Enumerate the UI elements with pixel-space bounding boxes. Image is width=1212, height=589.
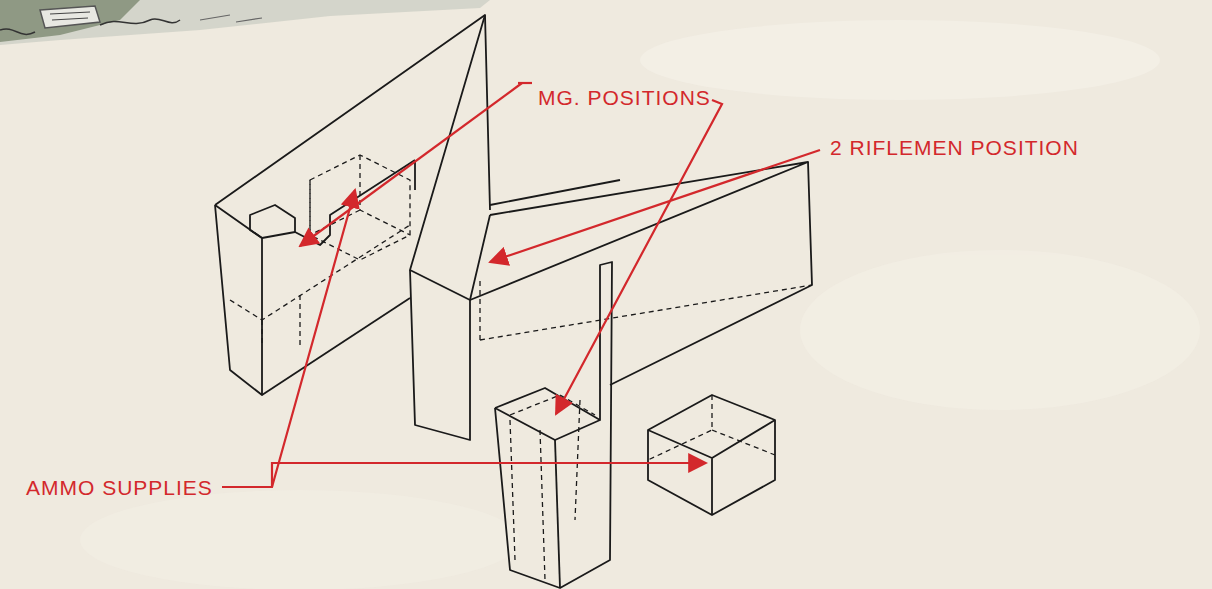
leader-line [300, 83, 522, 246]
corner-sketch [0, 0, 490, 45]
leader-line [222, 190, 355, 487]
leader-line [272, 463, 706, 487]
paper-texture [80, 20, 1200, 589]
callout-label: MG. POSITIONS [538, 86, 711, 109]
leader-line [490, 150, 820, 262]
callout-label: 2 RIFLEMEN POSITION [830, 136, 1079, 159]
leader-lines [222, 83, 820, 487]
callout-label: AMMO SUPPLIES [26, 476, 213, 499]
leader-line [518, 82, 532, 84]
leader-line [556, 100, 722, 414]
ruins-drawing [215, 15, 812, 588]
